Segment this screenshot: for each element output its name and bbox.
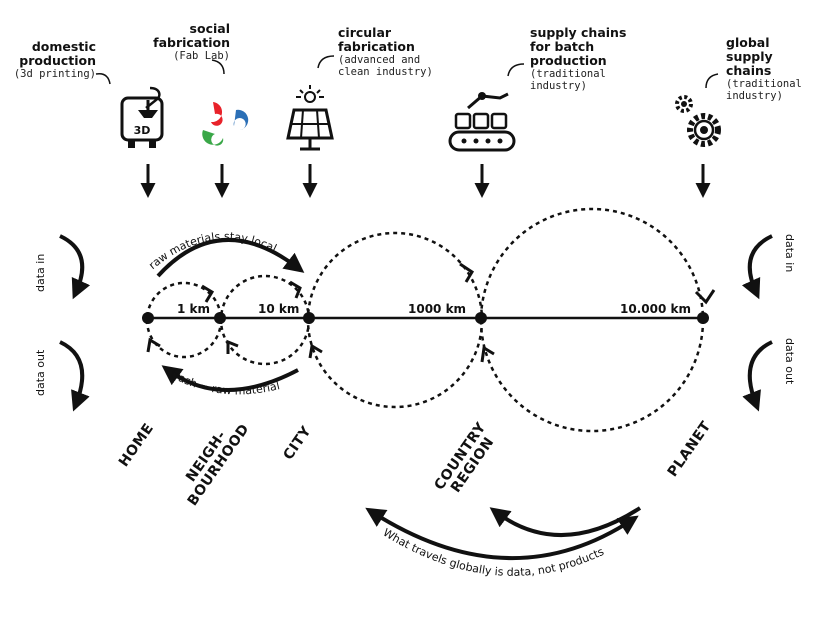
callout-curve [705,73,719,89]
level-planet-header: global supply chains (traditional indust… [726,35,826,103]
level-title: social fabrication [153,21,230,50]
svg-text:1 km: 1 km [177,302,210,316]
gears-icon [675,95,721,147]
left-data-out: data out [34,349,47,396]
side-arrows [59,234,773,412]
svg-text:1000 km: 1000 km [408,302,466,316]
printer-label: 3D [134,124,151,137]
assembly-line-robot-icon [448,92,516,152]
fab-lab-logo-icon [202,102,249,146]
level-home-header: domestic production (3d printing) [0,39,96,81]
global-arc-outer [365,507,639,560]
callout-curve [95,72,111,85]
level-title: global supply chains [726,35,773,78]
svg-text:10.000 km: 10.000 km [620,302,691,316]
right-data-in: data in [783,234,796,272]
level-country-header: supply chains for batch production (trad… [530,25,670,93]
distance-labels: 1 km 10 km 1000 km 10.000 km [177,302,691,316]
left-data-in: data in [34,254,47,292]
3d-printer-icon: 3D [120,86,164,148]
level-neighbourhood-header: social fabrication (Fab Lab) [110,21,230,63]
level-title: circular fabrication [338,25,415,54]
arc-bottom-label: trash = raw material [168,367,281,397]
arc-trash [161,365,299,392]
scale-nodes [142,312,709,324]
level-subtitle: (Fab Lab) [173,50,230,62]
loop-chevrons [146,262,716,363]
right-data-out: data out [783,338,796,385]
level-title: domestic production [19,39,96,68]
callout-curve [211,59,225,75]
level-subtitle: (traditional industry) [530,68,606,92]
level-subtitle: (traditional industry) [726,78,802,102]
svg-text:10 km: 10 km [258,302,299,316]
solar-panel-icon [286,85,334,151]
callout-curve [507,63,525,77]
global-arc-inner [489,506,642,538]
level-city-header: circular fabrication (advanced and clean… [338,25,468,79]
arc-raw-materials [156,238,305,278]
level-title: supply chains for batch production [530,25,627,68]
down-arrow-icons [140,164,711,198]
level-subtitle: (advanced and clean industry) [338,54,433,78]
level-subtitle: (3d printing) [13,68,96,80]
callout-curve [317,55,335,69]
